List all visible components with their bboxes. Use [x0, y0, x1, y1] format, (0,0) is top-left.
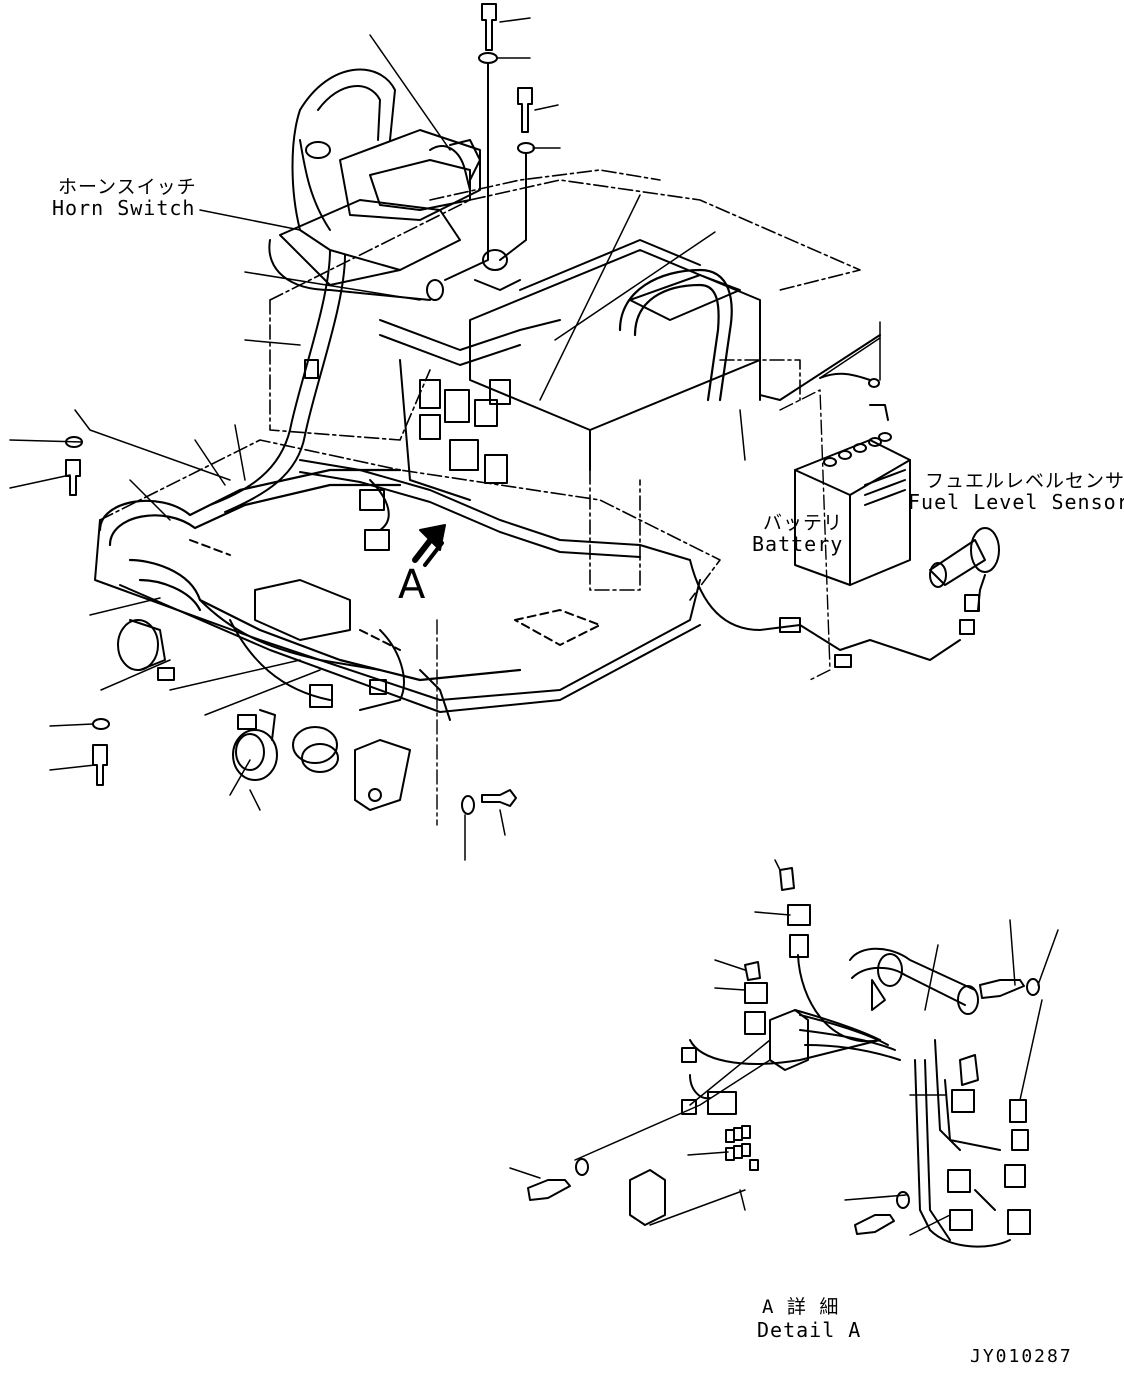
floor-base — [94, 519, 701, 713]
horn-unit — [117, 619, 278, 781]
detail-a-label-en: Detail A — [757, 1318, 862, 1342]
fuel-level-sensor-label-en: Fuel Level Sensor — [908, 490, 1124, 514]
leader-lines — [9, 17, 881, 861]
view-marker-a: A — [398, 562, 426, 608]
detail-leader-lines — [509, 859, 1059, 1236]
battery-label-jp: バッテリ — [763, 512, 844, 534]
guard-tube — [98, 268, 733, 682]
top-fasteners — [426, 3, 535, 301]
fuel-level-sensor-label-jp: フュエルレベルセンサ — [925, 470, 1124, 492]
view-arrow — [412, 524, 446, 567]
drawing-code: JY010287 — [970, 1346, 1073, 1367]
horn-switch-label-jp: ホーンスイッチ — [58, 176, 197, 198]
detail-a-label-jp: A 詳 細 — [762, 1296, 840, 1318]
tank-box — [469, 239, 761, 471]
harness-main — [199, 249, 801, 721]
operator-console — [268, 68, 481, 301]
horn-switch-label-en: Horn Switch — [52, 196, 196, 220]
battery-unit — [759, 334, 911, 586]
detail-boundary — [436, 389, 831, 826]
relay-cluster — [304, 359, 511, 551]
fuel-level-sensor-unit — [779, 527, 1000, 668]
detail-a-drawing — [527, 867, 1040, 1248]
lower-brackets — [157, 667, 411, 811]
battery-label-en: Battery — [752, 532, 844, 556]
